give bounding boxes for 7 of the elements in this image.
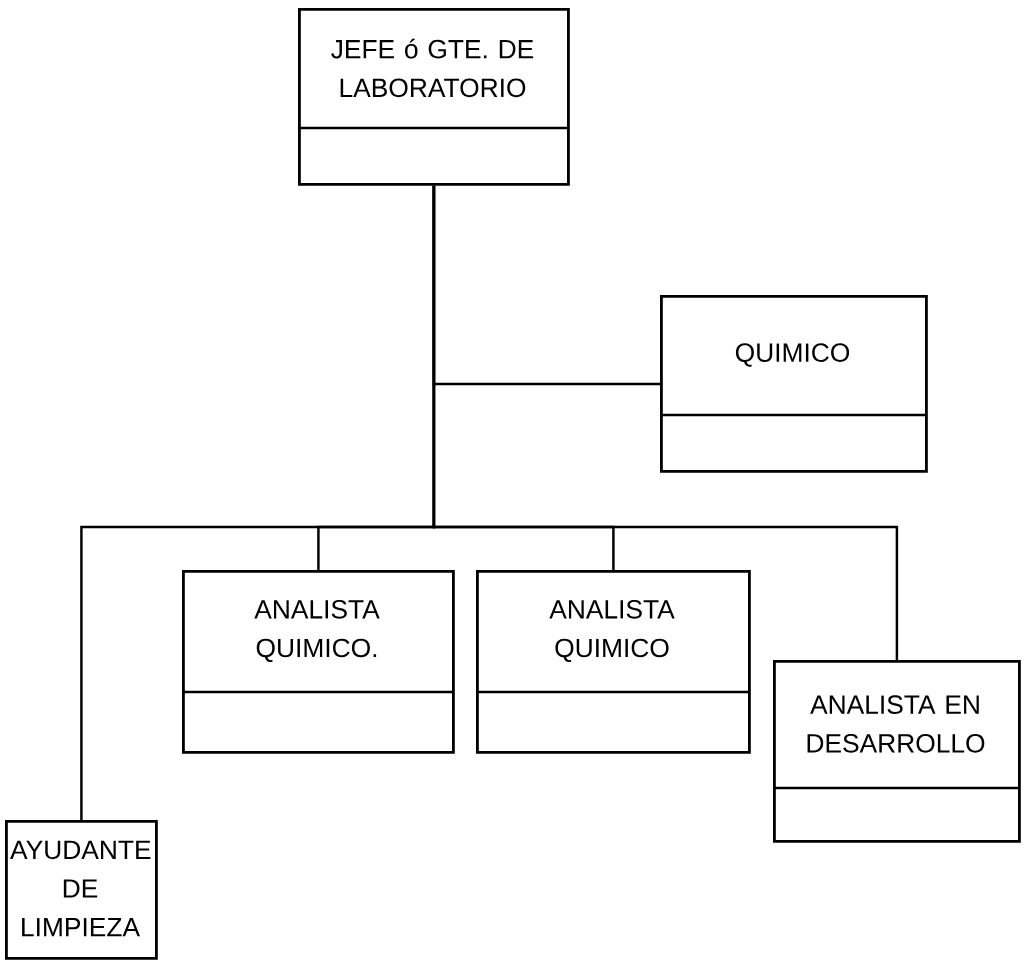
org-box: ANALISTA EN DESARROLLO [773,660,1021,843]
org-box: AYUDANTE DE LIMPIEZA [5,820,158,960]
org-box: JEFE ó GTE. DE LABORATORIO [298,8,570,186]
org-box: ANALISTA QUIMICO. [182,570,455,754]
org-box: QUIMICO [660,295,928,473]
org-box: ANALISTA QUIMICO [476,570,751,754]
connector-line [80,185,436,820]
